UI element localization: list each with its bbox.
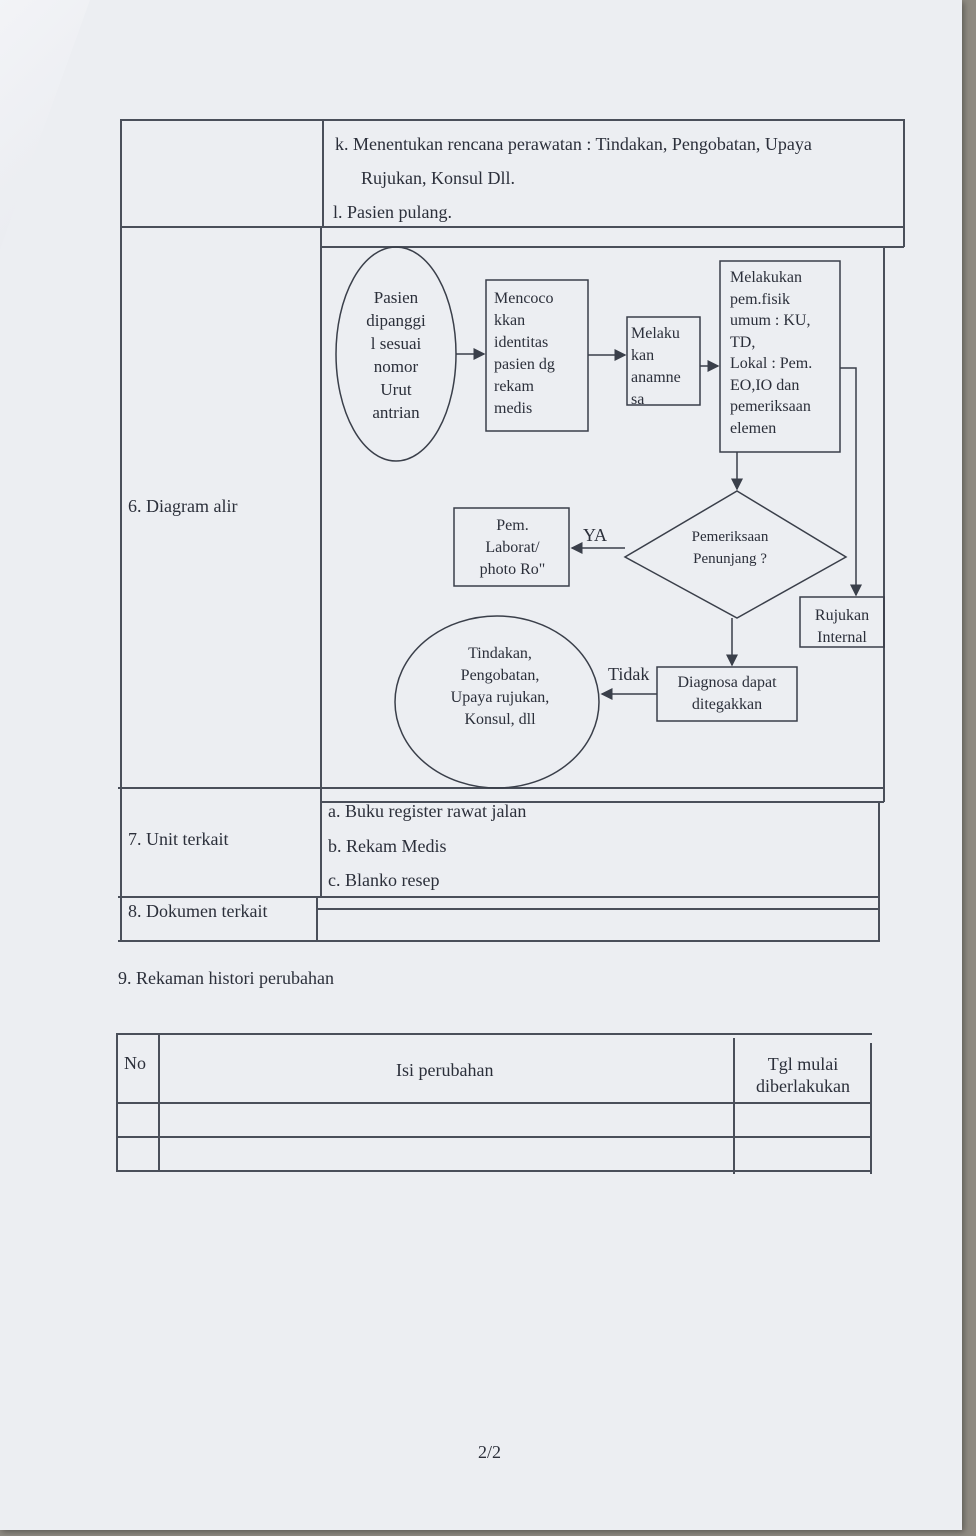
table-row-divider	[120, 226, 904, 228]
treatment-label: Tindakan,Pengobatan, Upaya rujukan,Konsu…	[450, 645, 550, 728]
table-row-divider	[316, 908, 880, 910]
support-exam-diamond	[623, 490, 848, 619]
table-top-border	[120, 119, 904, 121]
yes-label: YA	[583, 525, 608, 545]
step-l: l. Pasien pulang.	[333, 202, 452, 222]
col-header-no: No	[124, 1053, 146, 1073]
history-table-left	[116, 1033, 118, 1171]
physical-exam-box	[719, 260, 841, 453]
lab-label: Pem.Laborat/photo Ro"	[479, 517, 546, 578]
history-table-col	[158, 1033, 160, 1171]
table-row-divider	[118, 896, 880, 898]
history-table-col	[733, 1038, 735, 1174]
doc-label: 8. Dokumen terkait	[128, 901, 268, 921]
diagram-label: 6. Diagram alir	[128, 496, 238, 516]
no-label: Tidak	[608, 664, 650, 684]
page-number: 2/2	[478, 1442, 502, 1462]
table-bottom-border	[118, 940, 880, 942]
table-right-border	[903, 119, 905, 247]
col-header-change: Isi perubahan	[396, 1060, 494, 1080]
table-right-border	[878, 801, 880, 941]
history-table-top	[116, 1033, 872, 1035]
history-table-bottom	[116, 1170, 870, 1172]
table-right-border	[883, 246, 885, 802]
history-table-right	[870, 1043, 872, 1174]
internal-referral-box	[799, 596, 885, 648]
history-table-row	[116, 1136, 872, 1138]
step-k-line1: k. Menentukan rencana perawatan : Tindak…	[335, 134, 812, 154]
anamnesis-box	[626, 316, 701, 406]
unit-item: b. Rekam Medis	[328, 836, 447, 856]
table-col-divider	[320, 226, 322, 896]
history-table-row	[116, 1102, 872, 1104]
table-row-divider	[322, 246, 904, 248]
table-col-divider	[316, 896, 318, 941]
unit-label: 7. Unit terkait	[128, 829, 229, 849]
table-col-divider	[322, 119, 324, 227]
treatment-ellipse	[394, 615, 600, 789]
col-header-date: Tgl mulai diberlakukan	[756, 1054, 850, 1096]
history-title: 9. Rekaman histori perubahan	[118, 968, 334, 988]
unit-item: a. Buku register rawat jalan	[328, 801, 527, 821]
lab-box	[453, 507, 570, 587]
step-k-line2: Rujukan, Konsul Dll.	[361, 168, 516, 188]
unit-item: c. Blanko resep	[328, 870, 440, 890]
table-left-border	[120, 119, 122, 941]
table-row-divider	[320, 801, 884, 803]
flow-diagram	[335, 246, 885, 789]
